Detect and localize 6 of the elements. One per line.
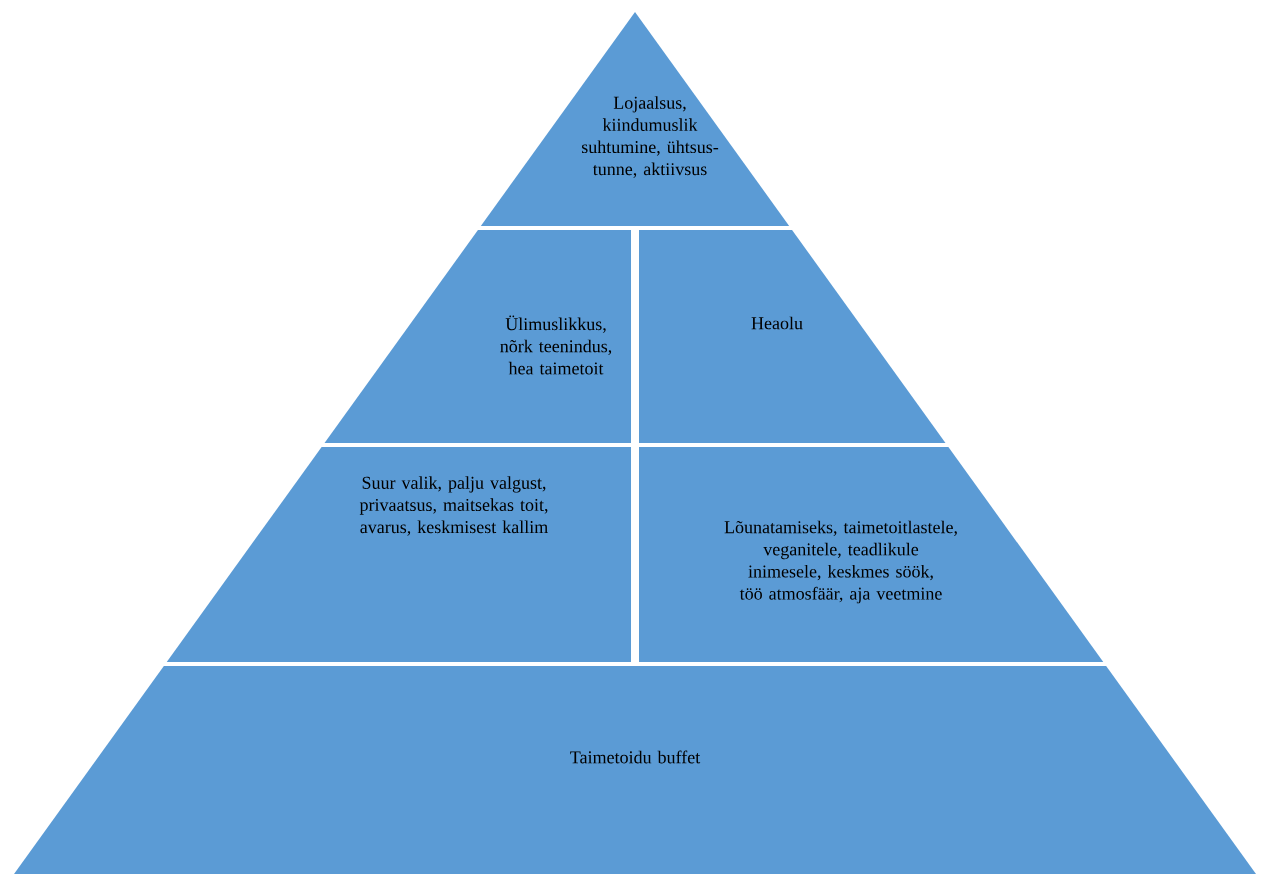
pyramid-segment: Suur valik, palju valgust, privaatsus, maitsekas toit, avarus, keskmisest kallim [166,447,631,662]
pyramid-segment: Heaolu [639,230,946,443]
pyramid-segment: Lojaalsus, kiindumuslik suhtumine, ühtsus-tunne, aktiivsus [480,12,790,226]
pyramid-segment: Taimetoidu buffet [14,666,1256,874]
pyramid-segment: Ülimuslikkus, nõrk teenindus, hea taimetoit [324,230,631,443]
pyramid-segment: Lõunatamiseks, taimetoitlastele, veganitele, teadlikule inimesele, keskmes söök, töö atmosfäär, aja veetmine [639,447,1104,662]
